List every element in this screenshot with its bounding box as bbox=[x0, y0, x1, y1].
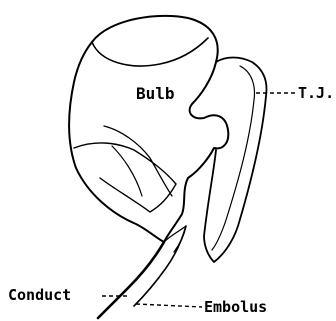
label-embolus: Embolus bbox=[204, 298, 267, 316]
embolus-base bbox=[164, 226, 186, 252]
bulb-upper-lobe bbox=[92, 38, 208, 66]
tj-inner-line bbox=[212, 66, 254, 250]
bulb-outline bbox=[69, 16, 228, 242]
label-bulb: Bulb bbox=[136, 84, 175, 103]
bulb-inner-fold-3 bbox=[112, 146, 142, 196]
label-conduct: Conduct bbox=[8, 286, 71, 304]
embolus bbox=[98, 242, 164, 318]
embolus-leader bbox=[136, 304, 202, 307]
tj-lobe bbox=[204, 58, 266, 263]
conductor bbox=[134, 226, 186, 306]
label-tj: T.J. bbox=[298, 84, 334, 102]
